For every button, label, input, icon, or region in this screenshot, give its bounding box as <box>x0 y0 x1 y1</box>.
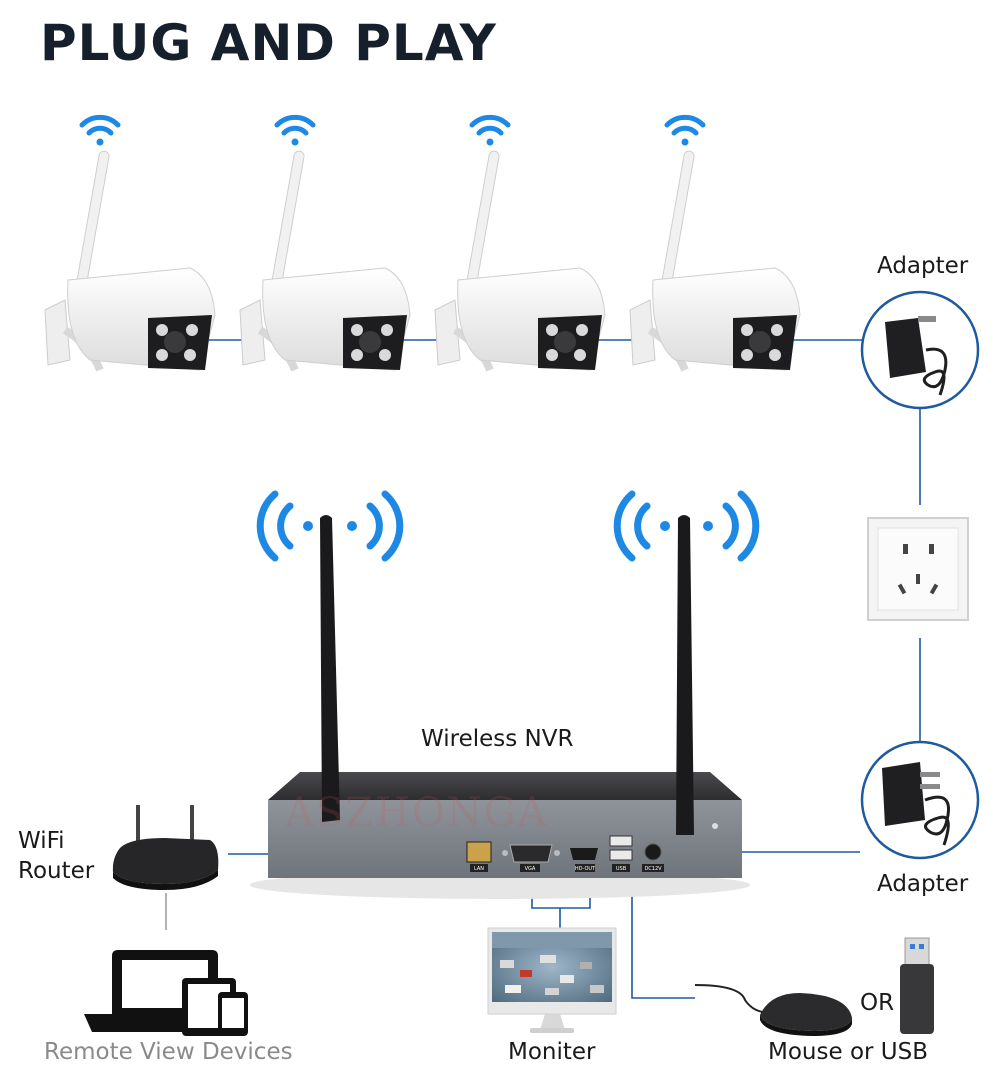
nvr-label: Wireless NVR <box>421 726 574 752</box>
line-usb-mouse <box>631 880 695 999</box>
monitor-label: Moniter <box>508 1039 596 1065</box>
wifi-router <box>112 805 219 890</box>
page-title: PLUG AND PLAY <box>40 14 497 72</box>
mouse-usb-label: Mouse or USB <box>768 1039 928 1065</box>
hdout-port-label: HD-OUT <box>575 866 596 872</box>
watermark: ASZHONGA <box>285 790 549 836</box>
power-adapter-top <box>860 290 980 410</box>
wireless-nvr <box>250 515 750 899</box>
remote-devices-label: Remote View Devices <box>44 1039 293 1065</box>
camera-1 <box>44 114 216 372</box>
lan-port-label: LAN <box>474 866 484 872</box>
adapter-bottom-label: Adapter <box>877 871 969 897</box>
monitor-icon <box>487 927 617 1033</box>
connection-lines <box>200 339 921 999</box>
power-adapter-bottom <box>860 740 980 860</box>
wall-outlet <box>867 517 969 621</box>
adapter-top-label: Adapter <box>877 253 969 279</box>
wifi-signal-icon <box>274 114 316 146</box>
router-label-line1: WiFi <box>18 828 65 854</box>
usb-port-label: USB <box>616 866 627 872</box>
camera-3 <box>434 114 606 372</box>
wifi-signal-icon <box>79 114 121 146</box>
router-label-line2: Router <box>18 858 95 884</box>
wifi-signal-icon <box>664 114 706 146</box>
dc-port-label: DC12V <box>644 866 662 872</box>
camera-4 <box>629 114 801 372</box>
mouse-icon <box>694 984 852 1036</box>
wifi-signal-icon <box>469 114 511 146</box>
port-labels: LAN VGA HD-OUT USB DC12V <box>474 866 662 872</box>
wifi-broadcast-icon-right <box>613 490 760 562</box>
remote-devices-icon <box>84 950 248 1036</box>
wifi-broadcast-icon-left <box>256 490 404 562</box>
usb-drive-icon <box>900 937 934 1034</box>
or-label: OR <box>860 990 895 1016</box>
vga-port-label: VGA <box>525 866 536 872</box>
camera-2 <box>239 114 411 372</box>
